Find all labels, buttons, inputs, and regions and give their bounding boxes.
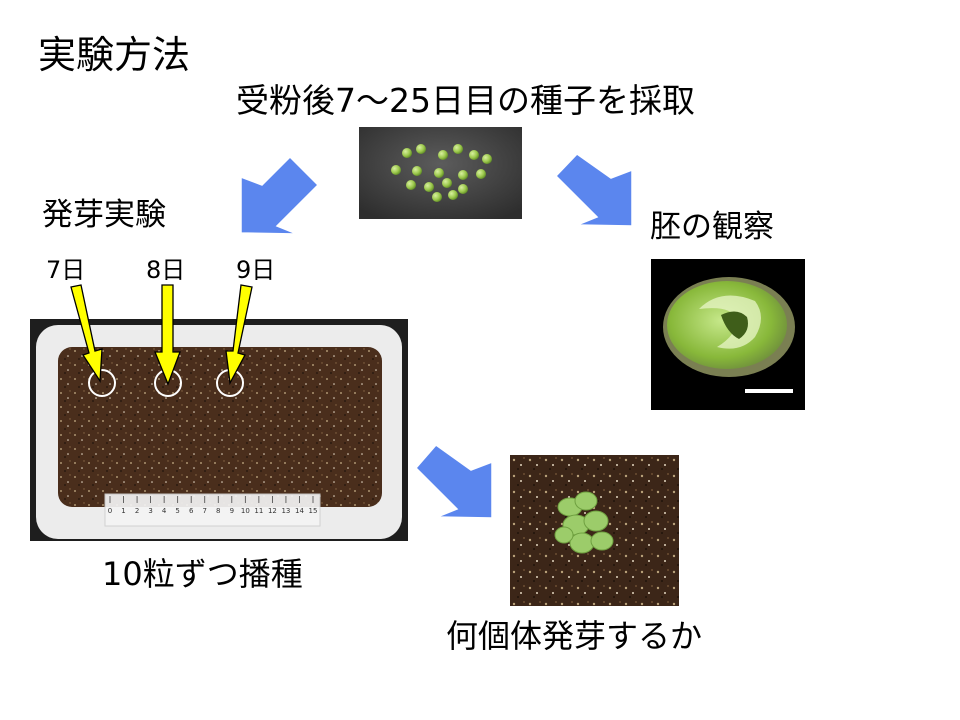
ruler-tick-label: 12 <box>268 507 277 515</box>
ruler-tick-label: 10 <box>241 507 250 515</box>
seed <box>402 148 412 158</box>
seed <box>448 190 458 200</box>
seed <box>434 168 444 178</box>
seed <box>458 184 468 194</box>
seed <box>458 170 468 180</box>
ruler-tick-label: 1 <box>121 507 125 515</box>
ruler-tick-label: 15 <box>309 507 318 515</box>
ruler-tick-label: 7 <box>202 507 206 515</box>
seed <box>469 150 479 160</box>
seed <box>424 182 434 192</box>
day-7-label: 7日 <box>46 256 86 284</box>
ruler-tick-label: 6 <box>189 507 194 515</box>
sprouted-seedling-photo <box>510 455 679 606</box>
seed <box>453 144 463 154</box>
seed-collection-caption: 受粉後7～25日目の種子を採取 <box>236 81 695 120</box>
page-title: 実験方法 <box>38 33 191 77</box>
seed-dots <box>391 144 492 202</box>
germination-count-caption: 何個体発芽するか <box>446 617 703 655</box>
ruler-tick-label: 14 <box>295 507 304 515</box>
seeds-photo <box>359 127 522 219</box>
germination-experiment-label: 発芽実験 <box>42 197 166 233</box>
seed <box>391 165 401 175</box>
embryo-observation-label: 胚の観察 <box>650 209 774 245</box>
seed <box>412 166 422 176</box>
seed <box>438 150 448 160</box>
ruler-tick-label: 8 <box>216 507 220 515</box>
ruler-tick-label: 3 <box>148 507 152 515</box>
ruler-tick-label: 5 <box>175 507 179 515</box>
sowing-caption: 10粒ずつ播種 <box>102 555 303 593</box>
scale-bar <box>745 389 793 393</box>
ruler-tick-label: 4 <box>162 507 167 515</box>
seedling-leaves <box>554 491 614 554</box>
seed <box>416 144 426 154</box>
ruler-tick-label: 2 <box>135 507 139 515</box>
seed <box>442 178 452 188</box>
seed <box>482 154 492 164</box>
seed <box>476 169 486 179</box>
arrow-to-embryo <box>554 153 633 227</box>
arrow-to-germination-result <box>414 443 493 519</box>
ruler-tick-label: 9 <box>230 507 234 515</box>
day-8-label: 8日 <box>146 256 186 284</box>
ruler-tick-label: 0 <box>108 507 112 515</box>
embryo-photo <box>651 259 805 410</box>
ruler-tick-label: 11 <box>254 507 263 515</box>
arrow-to-germination <box>240 155 320 235</box>
seed <box>406 180 416 190</box>
ruler-tick-label: 13 <box>281 507 290 515</box>
seed <box>432 192 442 202</box>
day-9-label: 9日 <box>236 256 276 284</box>
